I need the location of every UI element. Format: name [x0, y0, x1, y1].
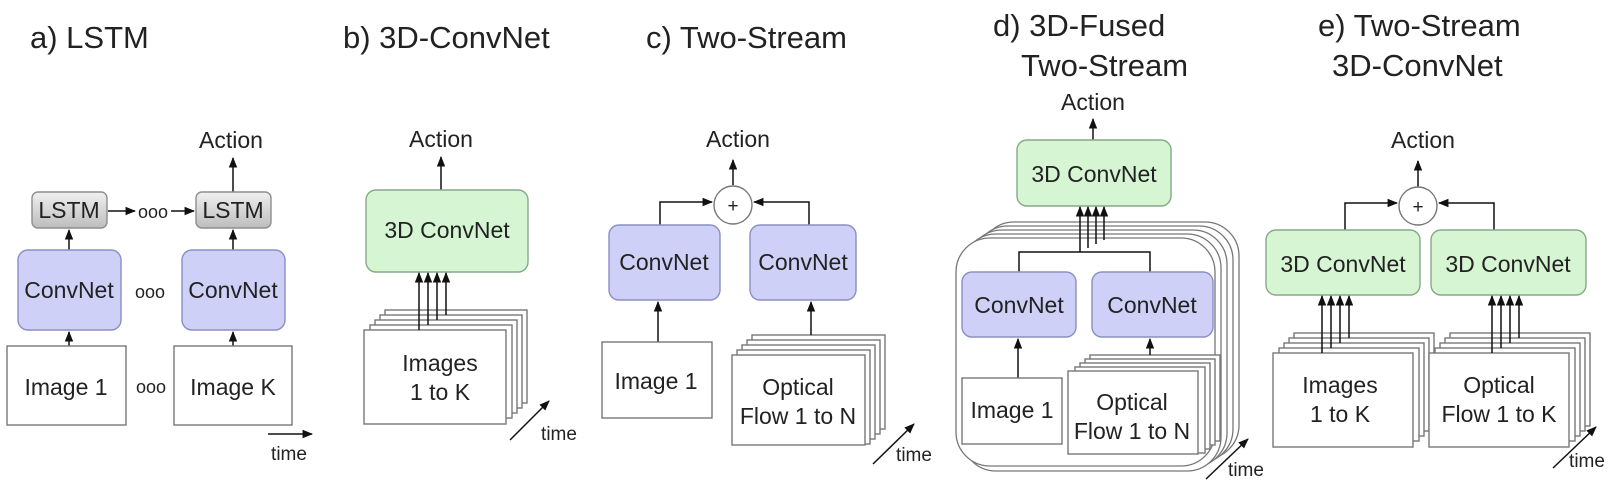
- image-1-label-d: Image 1: [970, 397, 1053, 423]
- image-1-label: Image 1: [24, 374, 107, 400]
- panel-d-3d-fused-two-stream: d) 3D-Fused Two-Stream Action 3D ConvNet…: [955, 8, 1264, 481]
- panel-c-action-label: Action: [706, 126, 770, 152]
- lstm-cell-2-label: LSTM: [202, 197, 263, 223]
- fusion-node: [713, 185, 753, 225]
- panel-a-lstm: a) LSTM Action LSTM LSTM ooo ConvNet Con…: [6, 20, 314, 465]
- time-label-c: time: [896, 445, 932, 466]
- fused-3d-convnet-label: 3D ConvNet: [1031, 161, 1157, 187]
- arrow-rgb-3d-to-fusion: [1344, 198, 1399, 230]
- convnet-2-label: ConvNet: [188, 277, 278, 303]
- image-1-frame-c: [601, 341, 713, 419]
- panel-e-title-line2: 3D-ConvNet: [1332, 48, 1503, 83]
- time-label-e: time: [1569, 451, 1605, 472]
- panel-e-action-label: Action: [1391, 127, 1455, 153]
- convnet-flow-d-label: ConvNet: [1107, 292, 1197, 318]
- flow-stack-d-front: [1067, 370, 1199, 455]
- panel-a-title: a) LSTM: [30, 20, 149, 55]
- 3d-convnet-rgb-label: 3D ConvNet: [1280, 251, 1406, 277]
- image-k-frame: [173, 345, 293, 426]
- 3d-convnet-flow-label: 3D ConvNet: [1445, 251, 1571, 277]
- convnet-rgb-d-label: ConvNet: [974, 292, 1064, 318]
- panel-e-two-stream-3d-convnet: e) Two-Stream 3D-ConvNet Action + 3D Con…: [1265, 8, 1605, 472]
- flow-label-line1-c: Optical: [762, 374, 834, 400]
- rgb-images-label-line1: Images: [1302, 372, 1377, 398]
- flow-label-line2-d: Flow 1 to N: [1074, 418, 1190, 444]
- time-label-d: time: [1228, 460, 1264, 481]
- lstm-ellipsis: ooo: [138, 202, 168, 222]
- arrow-rgb-stream-to-fusion: [659, 197, 714, 225]
- panel-d-title-line2: Two-Stream: [1021, 48, 1188, 83]
- panel-c-two-stream: c) Two-Stream Action + ConvNet ConvNet I…: [601, 20, 932, 466]
- images-label-line1: Images: [402, 350, 477, 376]
- flow-label-line2-e: Flow 1 to K: [1441, 401, 1557, 427]
- convnet-1: [17, 249, 122, 331]
- lstm-cell-2: [195, 191, 272, 229]
- time-label-a: time: [271, 444, 307, 465]
- flow-label-line1-e: Optical: [1463, 372, 1535, 398]
- image-1-frame: [6, 345, 127, 426]
- convnet-rgb-label: ConvNet: [619, 249, 709, 275]
- frame-stack-front: [363, 329, 507, 425]
- fusion-connector: [1018, 251, 1151, 272]
- convnet-2: [181, 249, 286, 331]
- lstm-cell-1-label: LSTM: [38, 197, 99, 223]
- panel-a-action-label: Action: [199, 127, 263, 153]
- image-1-frame-d: [961, 377, 1063, 445]
- time-arrow-d: [1205, 438, 1249, 480]
- panel-d-title-line1: d) 3D-Fused: [993, 8, 1165, 43]
- convnet-ellipsis: ooo: [135, 282, 165, 302]
- arrow-flow-stream-to-fusion: [752, 197, 810, 225]
- panel-b-3d-convnet: b) 3D-ConvNet Action 3D ConvNet Images 1…: [343, 20, 577, 445]
- convnet-1-label: ConvNet: [24, 277, 114, 303]
- image-ellipsis: ooo: [136, 377, 166, 397]
- flow-label-line1-d: Optical: [1096, 389, 1168, 415]
- convnet-flow-d: [1091, 271, 1214, 338]
- fusion-plus-label-e: +: [1412, 197, 1423, 218]
- flow-label-line2-c: Flow 1 to N: [740, 403, 856, 429]
- fusion-node-e: [1398, 186, 1438, 226]
- time-arrow-b: [509, 400, 550, 441]
- arrow-flow-3d-to-fusion: [1437, 198, 1495, 230]
- panel-b-title: b) 3D-ConvNet: [343, 20, 550, 55]
- panel-e-title-line1: e) Two-Stream: [1318, 8, 1521, 43]
- time-label-b: time: [541, 424, 577, 445]
- fusion-plus-label: +: [727, 196, 738, 217]
- image-1-label-c: Image 1: [614, 368, 697, 394]
- convnet-rgb-d: [961, 271, 1077, 338]
- images-label-line2: 1 to K: [410, 379, 471, 405]
- convnet-rgb: [608, 224, 721, 301]
- time-arrow-e: [1552, 426, 1597, 469]
- panel-c-title: c) Two-Stream: [646, 20, 847, 55]
- lstm-cell-1: [31, 191, 108, 229]
- rgb-stack-front: [1272, 352, 1414, 448]
- convnet-flow: [749, 224, 857, 301]
- flow-stack-front: [731, 354, 866, 446]
- 3d-convnet-label: 3D ConvNet: [384, 217, 510, 243]
- rgb-images-label-line2: 1 to K: [1310, 401, 1371, 427]
- image-k-label: Image K: [190, 374, 276, 400]
- time-arrow-c: [872, 423, 915, 465]
- convnet-flow-label: ConvNet: [758, 249, 848, 275]
- flow-stack-e-front: [1428, 352, 1570, 448]
- panel-d-action-label: Action: [1061, 89, 1125, 115]
- panel-b-action-label: Action: [409, 126, 473, 152]
